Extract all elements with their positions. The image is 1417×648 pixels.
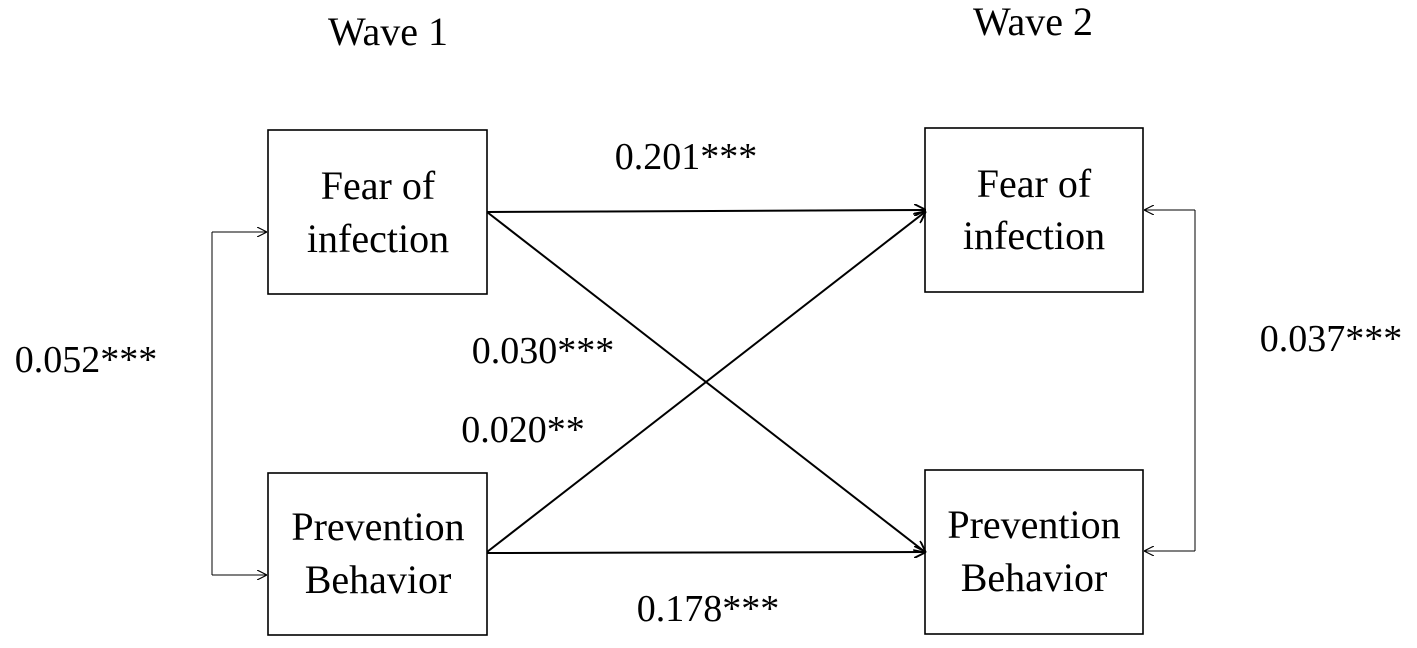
coef-wave-1-covariance: 0.052*** xyxy=(15,339,158,381)
node-w2-fear-line1: Fear of xyxy=(977,161,1092,206)
coef-fear-to-fear: 0.201*** xyxy=(615,136,758,178)
node-w2-prev-line1: Prevention xyxy=(947,502,1120,547)
node-w1-prev-line1: Prevention xyxy=(291,504,464,549)
coef-fear-to-prevention: 0.030*** xyxy=(472,330,615,372)
node-w1-prev-line2: Behavior xyxy=(305,557,452,602)
wave-2-label: Wave 2 xyxy=(973,0,1093,44)
coef-prevention-to-fear: 0.020** xyxy=(461,409,585,451)
covariance-wave-2 xyxy=(1145,210,1196,551)
arrow-prevention-to-fear xyxy=(486,212,925,553)
node-w1-fear-line2: infection xyxy=(307,216,449,261)
coef-wave-2-covariance: 0.037*** xyxy=(1260,318,1403,360)
arrow-prevention-to-prevention xyxy=(486,552,925,553)
node-w2-fear-of-infection: Fear of infection xyxy=(924,127,1144,293)
node-w2-prevention-behavior: Prevention Behavior xyxy=(924,469,1144,635)
covariance-wave-1 xyxy=(211,232,266,575)
coef-prevention-to-prevention: 0.178*** xyxy=(637,588,780,630)
node-w1-prevention-behavior: Prevention Behavior xyxy=(267,472,488,636)
arrow-fear-to-fear xyxy=(486,210,925,212)
node-w2-fear-line2: infection xyxy=(963,213,1105,258)
node-w1-fear-line1: Fear of xyxy=(321,163,436,208)
node-w2-prev-line2: Behavior xyxy=(961,555,1108,600)
node-w1-fear-of-infection: Fear of infection xyxy=(267,129,488,295)
wave-1-label: Wave 1 xyxy=(328,9,448,54)
